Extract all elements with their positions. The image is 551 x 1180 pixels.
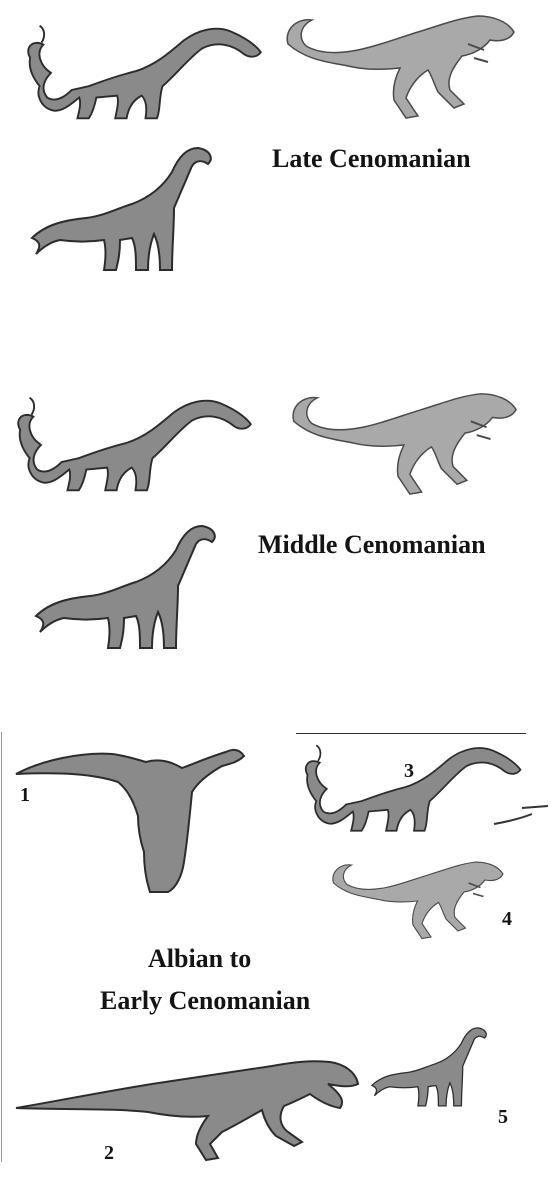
page-edge-line (1, 732, 2, 1162)
figure-number-5: 5 (498, 1106, 508, 1129)
stage-label-middle-cenomanian: Middle Cenomanian (258, 530, 486, 560)
sauropod-silhouette (8, 392, 263, 496)
stage-label-late-cenomanian: Late Cenomanian (272, 144, 471, 174)
titanosaur-silhouette (30, 520, 230, 670)
figure-number-1: 1 (20, 784, 30, 807)
sauropod-silhouette (18, 20, 273, 124)
theropod-silhouette (326, 852, 506, 944)
stage-label-albian-line1: Albian to (148, 944, 251, 974)
theropod-silhouette (282, 382, 522, 500)
large-theropod-silhouette (12, 1044, 362, 1164)
front-view-sauropod-silhouette (12, 740, 252, 900)
stage-label-albian-line2: Early Cenomanian (100, 986, 310, 1016)
titanosaur-silhouette (26, 142, 226, 292)
theropod-silhouette (278, 4, 518, 124)
figure-number-3: 3 (404, 760, 414, 783)
figure-number-2: 2 (104, 1142, 114, 1165)
titanosaur-silhouette (368, 1024, 496, 1120)
figure-number-4: 4 (502, 908, 512, 931)
divider-line (296, 733, 526, 734)
small-mark (492, 800, 550, 830)
